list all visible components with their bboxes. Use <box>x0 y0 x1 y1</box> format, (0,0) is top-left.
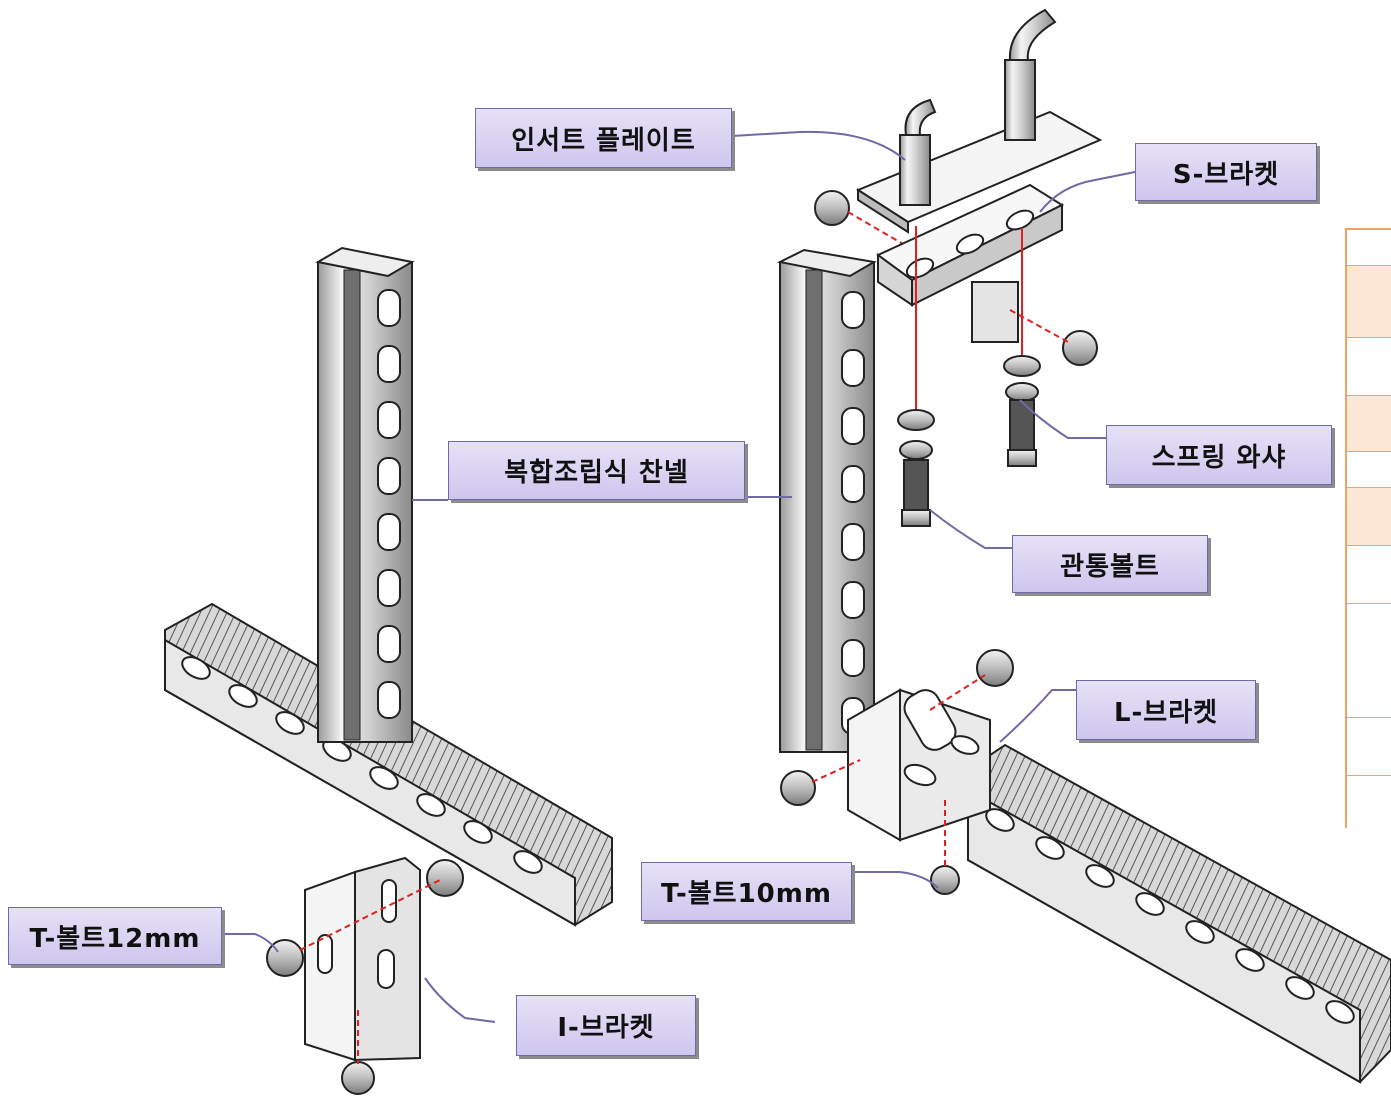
label-composite-channel: 복합조립식 찬넬 <box>448 441 745 500</box>
leader-lines <box>222 130 1136 1023</box>
side-table-row <box>1347 488 1391 546</box>
leader-l-bracket <box>999 689 1076 743</box>
side-table-row <box>1347 266 1391 338</box>
side-table-row <box>1347 718 1391 776</box>
side-table-row <box>1347 776 1391 830</box>
side-table-row <box>1347 396 1391 452</box>
leader-through-bolt <box>929 509 1012 549</box>
label-s-bracket: S-브라켓 <box>1135 143 1317 201</box>
label-insert-plate: 인서트 플레이트 <box>475 108 732 168</box>
side-table-row <box>1347 338 1391 396</box>
label-spring-washer: 스프링 와샤 <box>1106 425 1332 485</box>
label-t-bolt-10mm: T-볼트10mm <box>641 862 852 921</box>
side-table <box>1345 228 1391 830</box>
spring-washer-drawing <box>1003 355 1041 467</box>
through-bolt-drawing <box>897 409 935 527</box>
leader-spring-washer <box>1019 399 1106 439</box>
leader-t-bolt-12 <box>222 933 279 953</box>
l-bracket-drawing <box>780 649 1014 895</box>
leader-t-bolt-10 <box>852 871 939 889</box>
i-bracket-drawing <box>266 856 464 1095</box>
side-table-row <box>1347 546 1391 604</box>
leader-insert-plate <box>731 130 906 161</box>
insert-plate-drawing <box>814 8 1103 249</box>
label-l-bracket: L-브라켓 <box>1076 680 1256 740</box>
side-table-row <box>1347 230 1391 266</box>
right-horizontal-channel <box>967 743 1391 1084</box>
side-table-row <box>1347 604 1391 718</box>
label-i-bracket: I-브라켓 <box>516 995 696 1056</box>
left-horizontal-channel <box>164 602 613 927</box>
label-through-bolt: 관통볼트 <box>1012 535 1208 593</box>
label-t-bolt-12mm: T-볼트12mm <box>8 907 222 965</box>
leader-s-bracket <box>1039 171 1136 213</box>
left-vertical-channel <box>315 246 415 743</box>
right-vertical-channel <box>776 248 877 753</box>
side-table-row <box>1347 452 1391 488</box>
s-bracket-drawing <box>876 183 1098 410</box>
leader-i-bracket <box>424 977 496 1023</box>
